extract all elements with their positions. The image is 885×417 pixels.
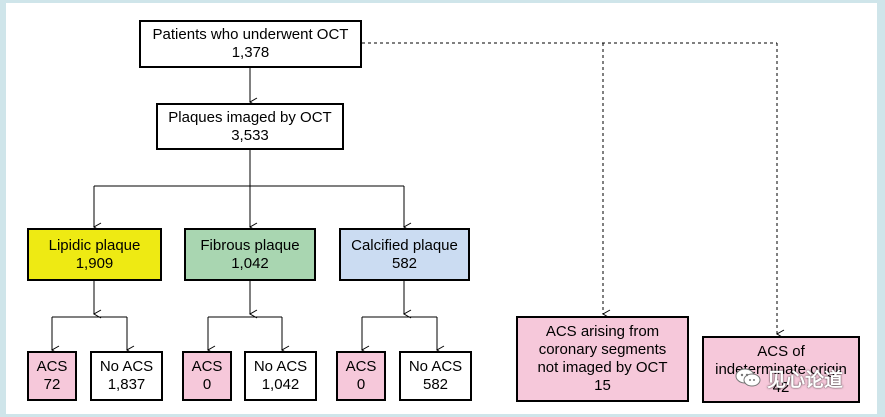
node-fibrous-plaque-label: Fibrous plaque	[200, 236, 300, 254]
node-calcified-no-acs-count: 582	[422, 376, 449, 393]
node-acs-indeterminate-count: 42	[772, 378, 790, 396]
node-acs-not-imaged-line3: not imaged by OCT	[537, 359, 668, 376]
chat-bubble-icon	[735, 367, 761, 389]
node-calcified-acs: ACS 0	[336, 351, 386, 401]
node-plaques-imaged-count: 3,533	[231, 126, 269, 144]
node-calcified-plaque-label: Calcified plaque	[351, 236, 458, 254]
node-calcified-plaque: Calcified plaque 582	[339, 228, 470, 281]
node-lipidic-acs: ACS 72	[27, 351, 77, 401]
node-fibrous-acs-count: 0	[202, 376, 212, 393]
node-plaques-imaged: Plaques imaged by OCT 3,533	[156, 103, 344, 150]
frame-border-left	[0, 0, 6, 417]
node-lipidic-no-acs: No ACS 1,837	[90, 351, 163, 401]
node-acs-not-imaged-count: 15	[594, 377, 611, 394]
watermark: 见心论道	[735, 363, 863, 393]
node-fibrous-acs-label: ACS	[191, 358, 223, 375]
node-lipidic-plaque: Lipidic plaque 1,909	[27, 228, 162, 281]
node-calcified-plaque-count: 582	[391, 254, 418, 272]
node-calcified-no-acs: No ACS 582	[399, 351, 472, 401]
node-lipidic-plaque-label: Lipidic plaque	[48, 236, 141, 254]
node-acs-not-imaged-line2: coronary segments	[538, 341, 667, 358]
node-fibrous-no-acs-label: No ACS	[253, 358, 308, 375]
node-acs-not-imaged: ACS arising from coronary segments not i…	[516, 316, 689, 402]
node-patients-oct-label: Patients who underwent OCT	[152, 26, 349, 43]
node-acs-indeterminate-line1: ACS of	[757, 342, 805, 360]
node-acs-indeterminate: ACS of indeterminate origin 42	[702, 336, 860, 403]
node-calcified-no-acs-label: No ACS	[408, 358, 463, 375]
frame-border-top	[0, 0, 885, 3]
watermark-text: 见心论道	[767, 369, 844, 391]
node-fibrous-no-acs: No ACS 1,042	[244, 351, 317, 401]
node-lipidic-plaque-count: 1,909	[75, 254, 114, 272]
node-fibrous-acs: ACS 0	[182, 351, 232, 401]
node-lipidic-no-acs-label: No ACS	[99, 358, 154, 375]
node-lipidic-no-acs-count: 1,837	[107, 376, 146, 393]
frame-border-bottom	[0, 414, 885, 417]
node-fibrous-plaque: Fibrous plaque 1,042	[184, 228, 316, 281]
node-calcified-acs-count: 0	[356, 376, 366, 393]
node-lipidic-acs-label: ACS	[36, 358, 68, 375]
node-fibrous-plaque-count: 1,042	[231, 254, 269, 272]
node-lipidic-acs-count: 72	[43, 376, 61, 393]
node-patients-oct-count: 1,378	[231, 44, 270, 61]
frame-border-right	[877, 0, 885, 417]
node-patients-oct: Patients who underwent OCT 1,378	[139, 20, 362, 68]
node-acs-not-imaged-line1: ACS arising from	[545, 323, 660, 340]
node-calcified-acs-label: ACS	[345, 358, 377, 375]
node-plaques-imaged-label: Plaques imaged by OCT	[168, 108, 332, 126]
node-fibrous-no-acs-count: 1,042	[261, 376, 300, 393]
